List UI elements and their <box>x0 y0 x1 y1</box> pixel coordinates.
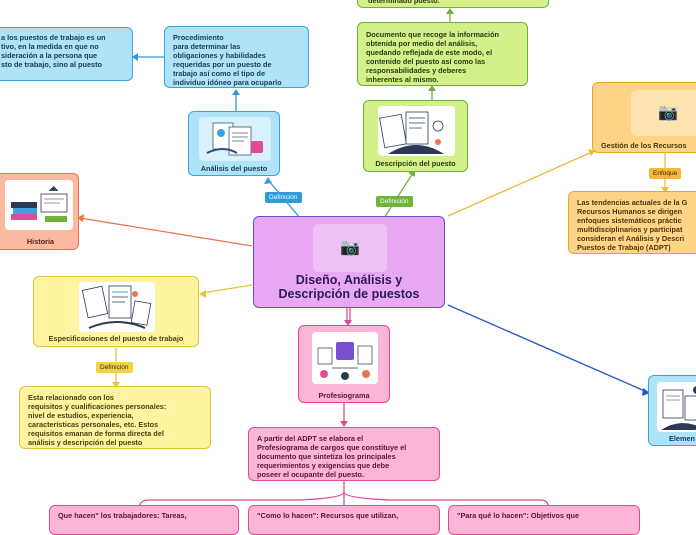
descripcion-top-text: determinado puesto. <box>368 0 440 5</box>
descripcion-node[interactable]: Descripción del puesto <box>363 100 468 172</box>
descripcion-title: Descripción del puesto <box>375 159 456 168</box>
gestion-title: Gestión de los Recursos <box>601 141 687 150</box>
central-node[interactable]: 📷 Diseño, Análisis y Descripción de pues… <box>253 216 445 308</box>
people-chart-icon <box>317 342 373 380</box>
especificaciones-title: Especificaciones del puesto de trabajo <box>48 334 184 343</box>
profesiograma-title: Profesiograma <box>318 391 370 400</box>
analisis-partial-text: a los puestos de trabajo es un tivo, en … <box>1 33 106 69</box>
documents-person-icon <box>661 386 696 430</box>
gestion-text-box[interactable]: Las tendencias actuales de la G Recursos… <box>568 191 696 254</box>
link-central-especificaciones <box>201 284 253 294</box>
descripcion-definicion-tag[interactable]: Definición <box>376 196 413 207</box>
analisis-title: Análisis del puesto <box>200 164 268 173</box>
checklist-icon <box>81 285 152 329</box>
link-central-gestion <box>447 151 593 217</box>
link-central-elementos <box>447 304 648 393</box>
descripcion-illustration <box>378 106 455 156</box>
arrow-analisis <box>264 177 272 184</box>
sub1-text: Que hacen" los trabajadores: Tareas, <box>58 511 187 520</box>
especificaciones-definition-box[interactable]: Esta relacionado con los requisitos y cu… <box>19 386 211 449</box>
historia-title: Historia <box>26 237 55 246</box>
profesiograma-sub2[interactable]: "Como lo hacen": Recursos que utilizan, <box>248 505 440 535</box>
profesiograma-node[interactable]: Profesiograma <box>298 325 390 403</box>
sub2-text: "Como lo hacen": Recursos que utilizan, <box>257 511 399 520</box>
elementos-node[interactable]: Elemen <box>648 375 696 446</box>
especificaciones-node[interactable]: Especificaciones del puesto de trabajo <box>33 276 199 347</box>
documents-icon <box>206 122 263 156</box>
gestion-text: Las tendencias actuales de la G Recursos… <box>577 198 688 252</box>
gestion-enfoque-tag[interactable]: Enfoque <box>649 168 682 179</box>
profesiograma-text-box[interactable]: A partir del ADPT se elabora el Profesio… <box>248 427 440 481</box>
gestion-node[interactable]: 📷 Gestión de los Recursos <box>592 82 696 153</box>
especificaciones-definition-text: Esta relacionado con los requisitos y cu… <box>28 393 167 447</box>
gestion-image-placeholder: 📷 <box>631 90 696 136</box>
analisis-partial-box[interactable]: a los puestos de trabajo es un tivo, en … <box>0 27 133 81</box>
central-title: Diseño, Análisis y Descripción de puesto… <box>278 273 420 301</box>
camera-icon: 📷 <box>340 239 360 257</box>
profesiograma-text: A partir del ADPT se elabora el Profesio… <box>257 434 407 479</box>
especificaciones-illustration <box>79 282 155 332</box>
svg-text:◢◣: ◢◣ <box>48 185 59 192</box>
profesiograma-illustration <box>312 332 378 384</box>
historia-node[interactable]: ◢◣ Historia <box>0 173 79 250</box>
camera-icon: 📷 <box>658 104 678 122</box>
profesiograma-sub1[interactable]: Que hacen" los trabajadores: Tareas, <box>49 505 239 535</box>
descripcion-definition-text: Documento que recoge la información obte… <box>366 30 499 84</box>
link-central-descripcion <box>383 172 414 219</box>
profesiograma-sub3[interactable]: "Para qué lo hacen": Objetivos que <box>448 505 640 535</box>
link-sub1 <box>139 481 345 507</box>
analisis-illustration <box>199 117 271 161</box>
analisis-definition-text: Procedimiento para determinar las obliga… <box>173 33 282 87</box>
historia-illustration: ◢◣ <box>5 180 73 230</box>
central-image-placeholder: 📷 <box>313 224 387 272</box>
elementos-title: Elemen <box>669 434 695 443</box>
especificaciones-definicion-tag[interactable]: Definición <box>96 362 133 373</box>
descripcion-top-partial[interactable]: determinado puesto. <box>357 0 549 8</box>
books-icon: ◢◣ <box>11 185 68 222</box>
elementos-illustration <box>657 382 696 432</box>
document-review-icon <box>379 111 444 154</box>
descripcion-definition-box[interactable]: Documento que recoge la información obte… <box>357 22 528 86</box>
link-central-historia <box>79 217 253 247</box>
analisis-definicion-tag[interactable]: Definición <box>265 192 302 203</box>
link-sub3 <box>343 491 549 507</box>
analisis-node[interactable]: Análisis del puesto <box>188 111 280 176</box>
sub3-text: "Para qué lo hacen": Objetivos que <box>457 511 580 520</box>
analisis-definition-box[interactable]: Procedimiento para determinar las obliga… <box>164 26 309 88</box>
